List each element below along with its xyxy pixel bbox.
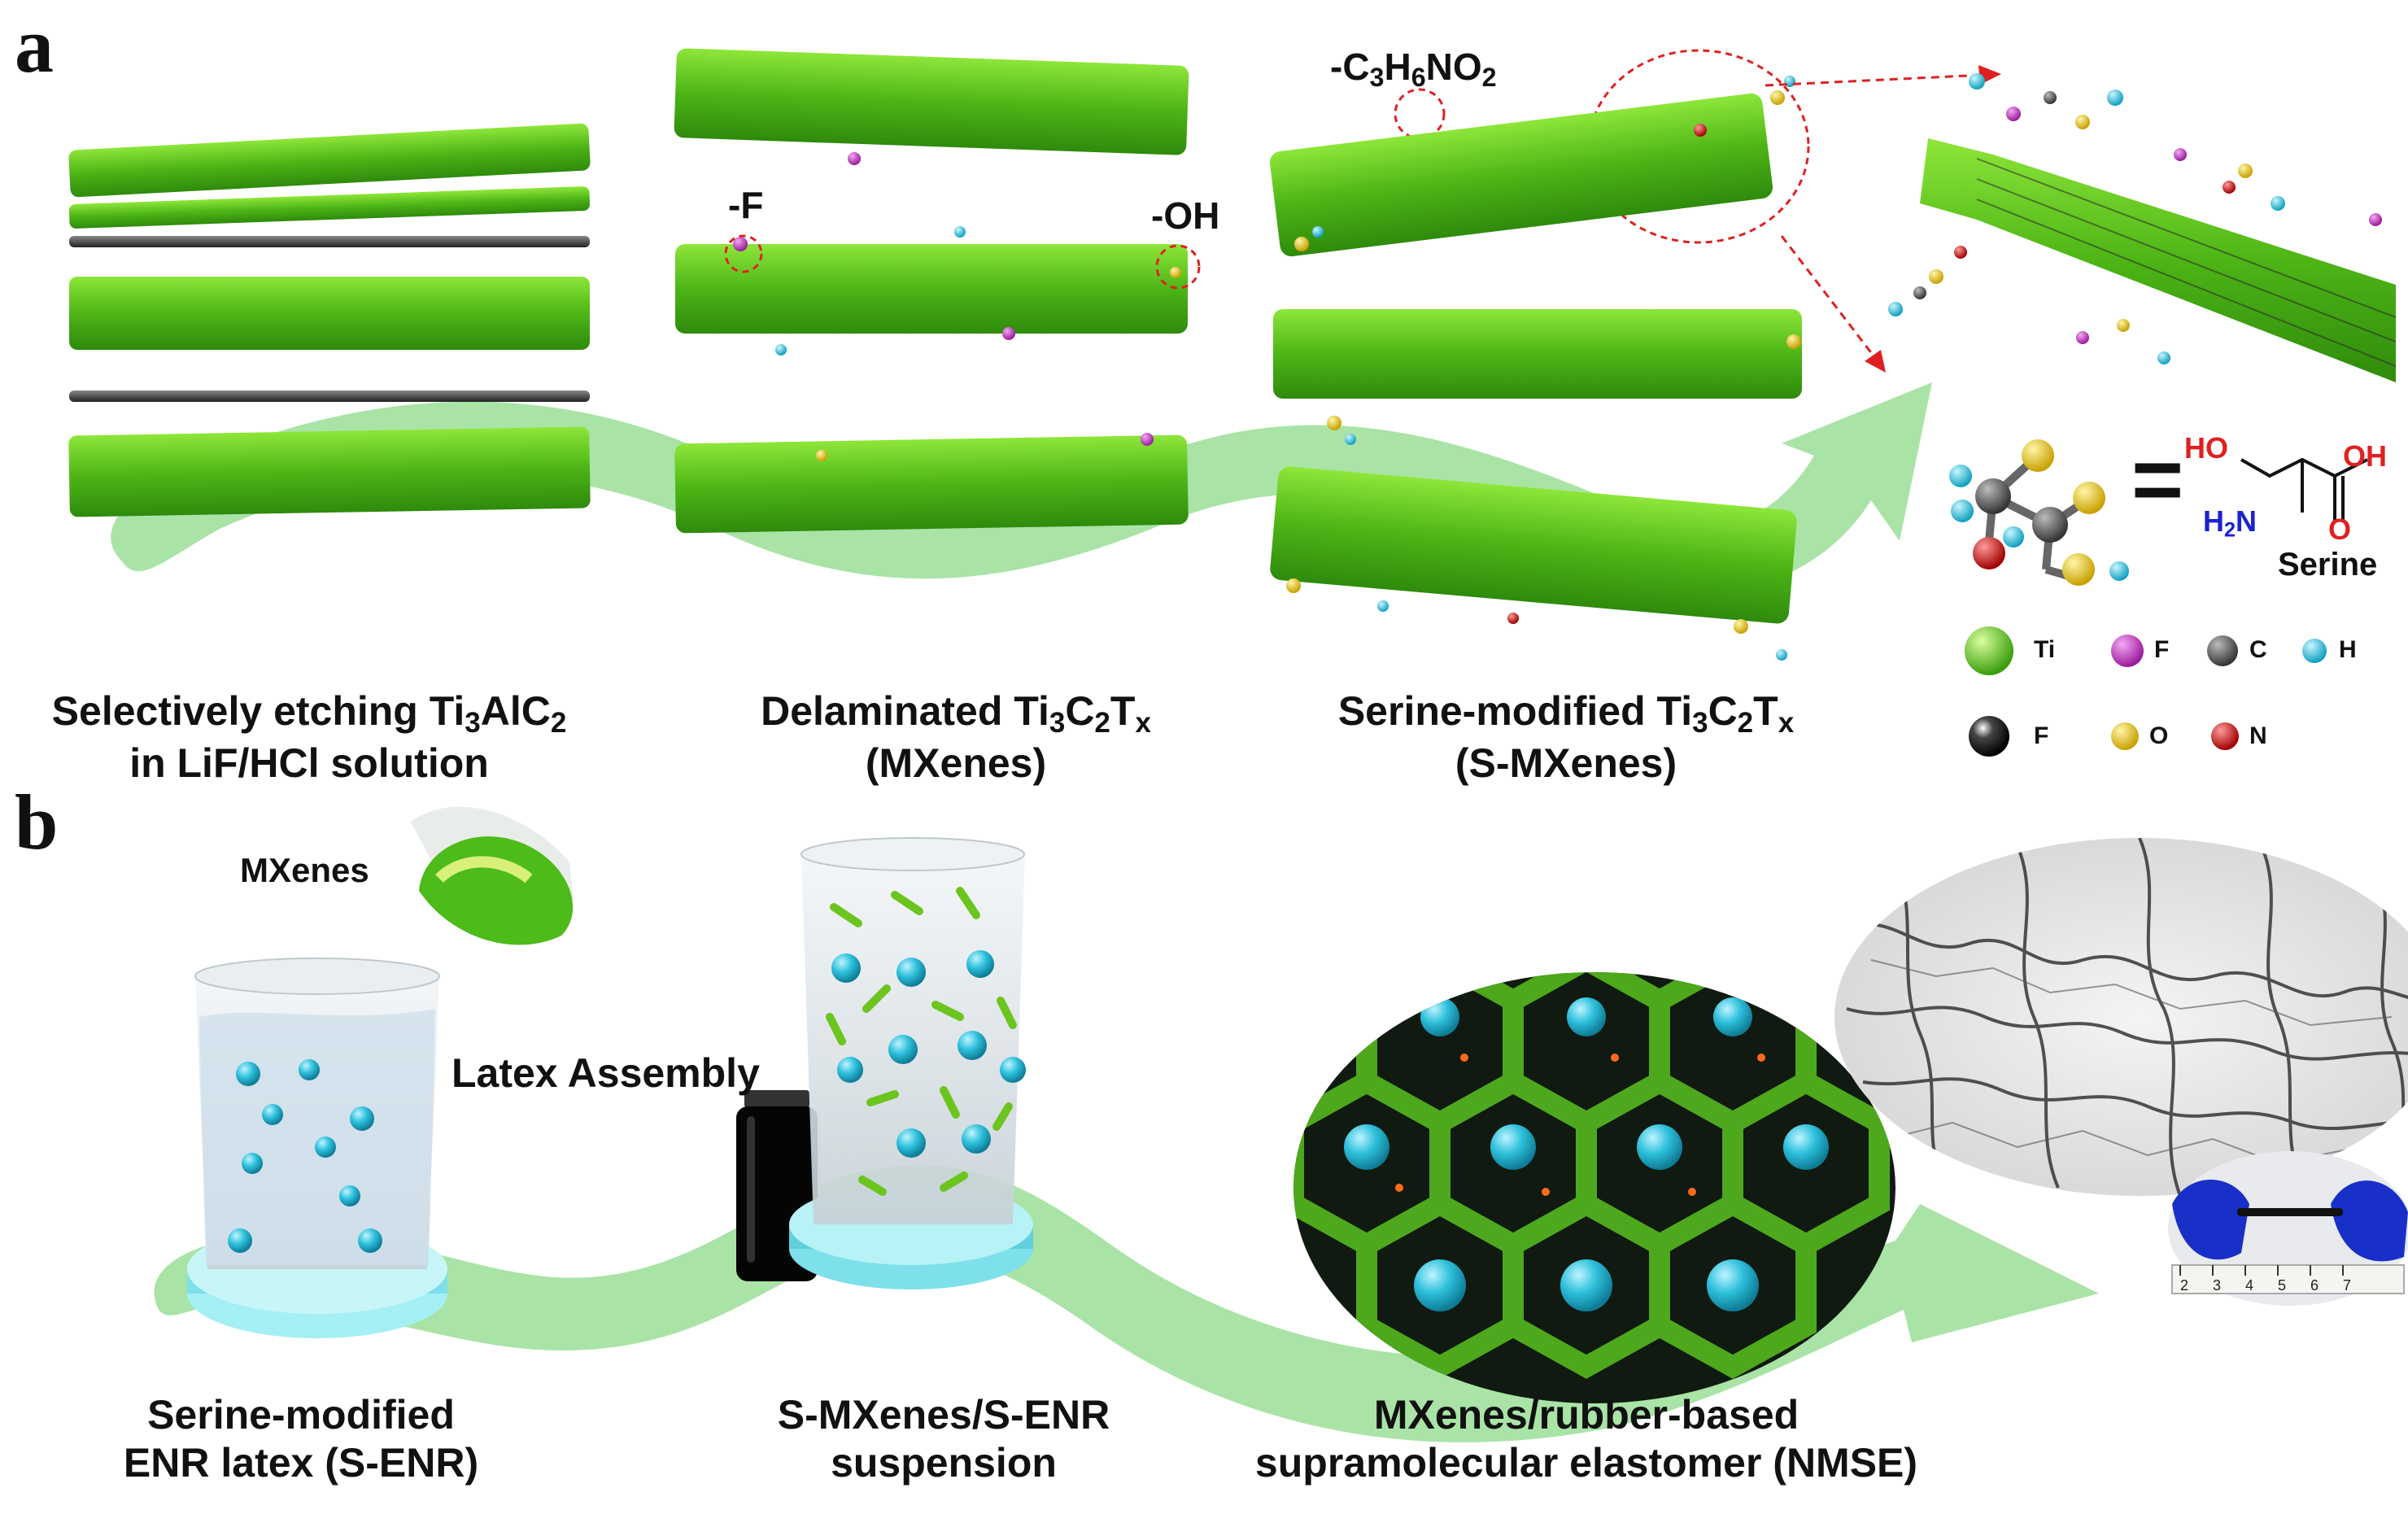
serine-name: Serine: [2278, 547, 2378, 582]
ti3c2tx-flakes: [674, 48, 1189, 534]
caption-etching-line1: Selectively etching Ti3AlC2: [51, 688, 567, 739]
caption-s-enr-line2: ENR latex (S-ENR): [123, 1440, 479, 1486]
caption-etching-line2: in LiF/HCl solution: [129, 740, 489, 787]
serine-ho: HO: [2184, 431, 2228, 465]
legend-label-f: F: [2154, 636, 2170, 663]
caption-suspension-line1: S-MXenes/S-ENR: [777, 1392, 1110, 1438]
caption-delaminated-line1: Delaminated Ti3C2Tx: [761, 688, 1151, 739]
caption-s-enr-line1: Serine-modified: [147, 1392, 455, 1438]
zoom-arrow-top: [1765, 73, 1986, 87]
caption-delaminated-line2: (MXenes): [865, 740, 1047, 787]
legend-label-c: C: [2249, 636, 2267, 663]
caption-nmse-line1: MXenes/rubber-based: [1373, 1392, 1799, 1438]
legend-label-o: O: [2149, 722, 2169, 749]
caption-serine-mxene: Serine-modified Ti3C2Tx (S-MXenes): [1298, 687, 1834, 788]
suspension-beaker: [789, 837, 1033, 1289]
ruler-tick-6: 6: [2310, 1277, 2319, 1294]
panel-label-a: a: [15, 2, 54, 89]
caption-nmse: MXenes/rubber-based supramolecular elast…: [1220, 1391, 1952, 1487]
ruler-tick-7: 7: [2343, 1277, 2351, 1294]
tem-micrograph: [1834, 838, 2408, 1196]
ti3alc2-layer-stack: [68, 123, 591, 517]
serine-equals: =: [2131, 430, 2184, 530]
nmse-network: [1293, 972, 1895, 1403]
ruler-tick-3: 3: [2213, 1277, 2221, 1294]
ruler-tick-2: 2: [2180, 1277, 2188, 1294]
ruler-tick-4: 4: [2245, 1277, 2253, 1294]
caption-suspension: S-MXenes/S-ENR suspension: [732, 1391, 1155, 1487]
serine-h2n: H2N: [2203, 504, 2258, 542]
caption-s-enr: Serine-modified ENR latex (S-ENR): [57, 1391, 545, 1487]
label-latex-assembly: Latex Assembly: [452, 1050, 760, 1096]
stretch-photo: 2 3 4 5 6 7: [2168, 1151, 2408, 1306]
mxene-flake-3d: [411, 806, 574, 945]
group-label-oh: -OH: [1151, 194, 1220, 237]
label-mxenes: MXenes: [240, 851, 369, 889]
s-mxene-flakes: [1269, 76, 1802, 661]
legend-atoms: [1965, 626, 2327, 757]
caption-delaminated: Delaminated Ti3C2Tx (MXenes): [712, 687, 1200, 788]
zoom-arrow-bottom: [1780, 235, 1877, 359]
serine-o: O: [2328, 513, 2352, 546]
serine-ball-model: [1949, 439, 2129, 586]
ruler-tick-5: 5: [2278, 1277, 2286, 1294]
group-label-c3h6no2: -C3H6NO2: [1330, 46, 1497, 93]
legend-label-f-dark: F: [2034, 722, 2049, 749]
caption-nmse-line2: supramolecular elastomer (NMSE): [1254, 1440, 1918, 1486]
panel-label-b: b: [15, 779, 59, 866]
serine-oh: OH: [2343, 439, 2387, 473]
caption-etching: Selectively etching Ti3AlC2 in LiF/HCl s…: [33, 687, 586, 788]
zoomed-s-mxene-layer: [1888, 73, 2397, 382]
group-label-f: -F: [728, 184, 764, 226]
zoom-arrowhead-bottom: [1865, 350, 1886, 373]
legend-label-h: H: [2339, 636, 2357, 663]
legend-label-ti: Ti: [2034, 636, 2056, 663]
s-enr-beaker: [187, 958, 447, 1338]
serine-skeletal-formula: [2240, 457, 2368, 521]
legend-label-n: N: [2249, 722, 2267, 749]
caption-serine-mxene-line2: (S-MXenes): [1455, 740, 1677, 787]
caption-suspension-line2: suspension: [831, 1440, 1057, 1486]
caption-serine-mxene-line1: Serine-modified Ti3C2Tx: [1337, 688, 1795, 739]
